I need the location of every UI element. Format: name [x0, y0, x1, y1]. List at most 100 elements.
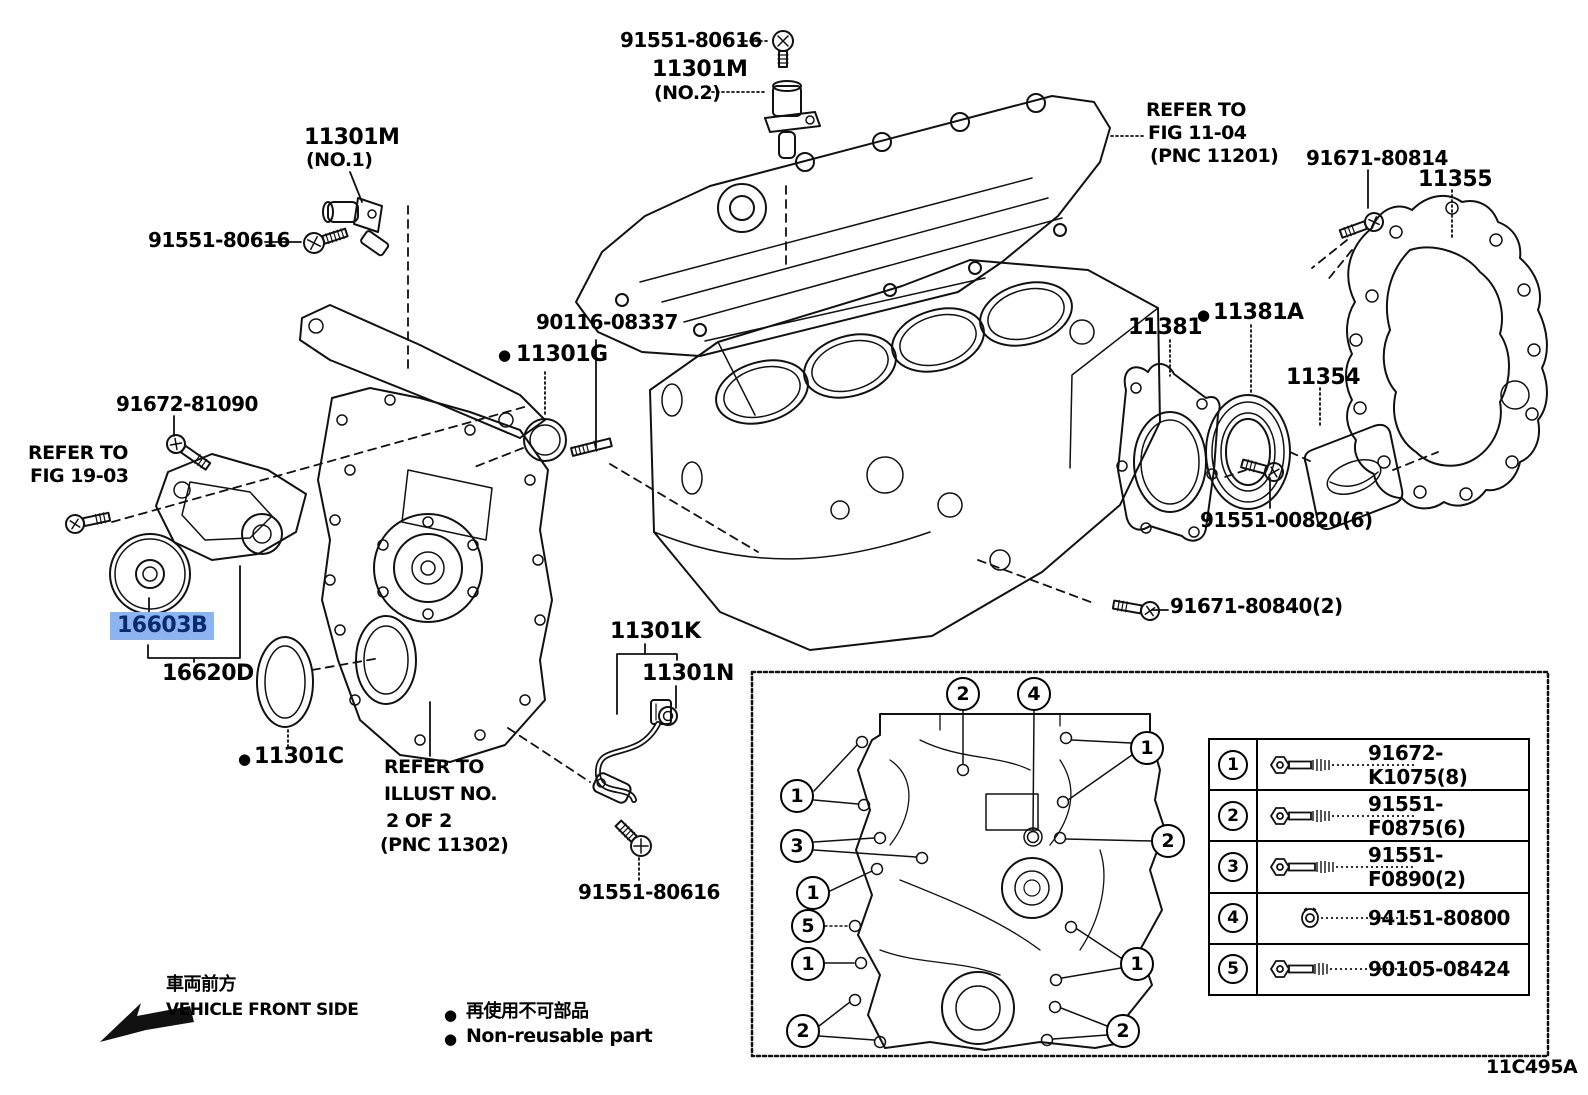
hex-bolt-icon — [1269, 960, 1414, 979]
front-side-label-en: VEHICLE FRONT SIDE — [166, 1000, 359, 1020]
non-reusable-legend-en: Non-reusable part — [466, 1025, 653, 1047]
non-reusable-dot-11301G: ● — [498, 346, 512, 364]
refer-fig-19-03-line1: REFER TO — [28, 442, 128, 464]
part-label-11381: 11381 — [1128, 315, 1203, 340]
refer-fig-11-04-line2: FIG 11-04 — [1148, 122, 1247, 144]
inset-box — [750, 670, 1550, 1058]
hex-bolt-icon — [1269, 755, 1414, 774]
callout-1-top-right: 1 — [1130, 731, 1164, 765]
legend-part-1: 91672-K1075(8) — [1368, 740, 1468, 789]
hex-bolt-icon — [1269, 806, 1414, 825]
part-sublabel-no1: (NO.1) — [306, 149, 373, 171]
part-label-90116-08337: 90116-08337 — [536, 310, 678, 334]
part-label-16603B-selected[interactable]: 16603B — [110, 612, 215, 641]
callout-1-left-upper: 1 — [780, 779, 814, 813]
oil-seal-11301C-art — [256, 636, 314, 728]
hex-bolt-icon — [1269, 858, 1414, 876]
part-label-11301M-no1: 11301M — [304, 125, 400, 150]
front-direction-arrow-icon — [100, 1003, 194, 1042]
refer-illust-line4: (PNC 11302) — [380, 834, 509, 856]
tensioner-art — [155, 453, 307, 561]
non-reusable-legend-dot-en: ● — [444, 1030, 458, 1048]
part-label-91551-80616-left: 91551-80616 — [148, 228, 290, 252]
bolt-91671-80840-art — [1111, 599, 1160, 621]
part-label-11355: 11355 — [1418, 167, 1493, 192]
legend-row-3: 3 91551-F0890(2) — [1210, 842, 1528, 894]
rear-end-plate-11355-art — [1345, 194, 1548, 510]
callout-2-right: 2 — [1151, 824, 1185, 858]
legend-part-5: 90105-08424 — [1368, 957, 1510, 982]
idler-pulley-16603B-art — [109, 533, 191, 615]
crank-sensor-11301K-art — [592, 699, 672, 804]
part-label-91671-80840: 91671-80840(2) — [1170, 594, 1343, 618]
bolt-91551-80616-bottom-art — [614, 819, 652, 857]
fastener-legend-table: 1 91672-K1075(8) 2 91551-F0875(6) 3 — [1208, 738, 1530, 996]
part-label-11354: 11354 — [1286, 365, 1361, 390]
legend-row-1: 1 91672-K1075(8) — [1210, 740, 1528, 792]
part-label-11301M-no2: 11301M — [652, 57, 748, 82]
callout-1-left-mid: 1 — [796, 876, 830, 910]
bolt-91551-80616-top-art — [772, 30, 794, 68]
bolt-refer-fig-19-03-art — [65, 511, 112, 534]
non-reusable-legend-jp: 再使用不可部品 — [466, 1001, 589, 1022]
part-label-11301G: 11301G — [516, 342, 608, 367]
cam-sensor-no2-art — [764, 80, 821, 159]
part-label-91551-00820: 91551-00820(6) — [1200, 508, 1373, 532]
refer-illust-line3: 2 OF 2 — [386, 810, 452, 832]
legend-part-4: 94151-80800 — [1368, 906, 1510, 931]
legend-row-2: 2 91551-F0875(6) — [1210, 791, 1528, 843]
callout-3-left: 3 — [780, 829, 814, 863]
callout-5-left: 5 — [791, 909, 825, 943]
oring-11301G-art — [523, 418, 567, 462]
stud-90116-08337-art — [570, 437, 613, 457]
non-reusable-legend-dot-jp: ● — [444, 1006, 458, 1024]
callout-2-bottom-left: 2 — [786, 1014, 820, 1048]
bolt-91672-81090-art — [166, 434, 212, 471]
non-reusable-dot-11381A: ● — [1197, 306, 1211, 324]
leader-lines — [147, 169, 1369, 757]
legend-part-3: 91551-F0890(2) — [1368, 843, 1466, 891]
part-label-11301N: 11301N — [642, 661, 734, 686]
non-reusable-dot-11301C: ● — [238, 750, 252, 768]
callout-4-top: 4 — [1017, 677, 1051, 711]
callout-1-bottom-right: 1 — [1120, 947, 1154, 981]
callout-1-left-lower: 1 — [791, 947, 825, 981]
part-label-91551-80616-top: 91551-80616 — [620, 28, 762, 52]
part-label-91672-81090: 91672-81090 — [116, 392, 258, 416]
part-label-16620D: 16620D — [162, 661, 254, 686]
legend-num-1: 1 — [1218, 749, 1248, 780]
cam-sensor-no1-art — [322, 197, 390, 257]
legend-num-4: 4 — [1218, 903, 1248, 934]
oil-seal-11381A-art — [1205, 394, 1291, 510]
refer-fig-11-04-line1: REFER TO — [1146, 99, 1246, 121]
refer-illust-line1: REFER TO — [384, 756, 484, 778]
part-label-11381A: 11381A — [1213, 300, 1304, 325]
figure-code: 11C495A — [1486, 1056, 1578, 1078]
valve-cover-art — [575, 93, 1111, 357]
front-side-label-jp: 車両前方 — [166, 974, 237, 995]
nut-11301N-art — [658, 706, 678, 726]
refer-illust-line2: ILLUST NO. — [384, 783, 498, 805]
part-sublabel-no2: (NO.2) — [654, 82, 721, 104]
engine-block-art — [649, 259, 1161, 651]
legend-row-5: 5 90105-08424 — [1210, 944, 1528, 995]
legend-num-5: 5 — [1218, 954, 1248, 985]
legend-row-4: 4 94151-80800 — [1210, 893, 1528, 945]
part-label-91551-80616-bottom: 91551-80616 — [578, 880, 720, 904]
callout-2-bottom-right: 2 — [1106, 1014, 1140, 1048]
legend-num-2: 2 — [1218, 800, 1248, 831]
legend-part-2: 91551-F0875(6) — [1368, 791, 1466, 840]
legend-num-3: 3 — [1218, 852, 1248, 882]
part-label-11301C: 11301C — [254, 744, 344, 769]
refer-fig-11-04-line3: (PNC 11201) — [1150, 145, 1279, 167]
part-label-11301K: 11301K — [610, 619, 701, 644]
flange-nut-icon — [1301, 907, 1414, 929]
timing-cover-art — [299, 304, 553, 763]
part-label-91671-80814: 91671-80814 — [1306, 146, 1448, 170]
dotted-leaders — [287, 40, 1453, 881]
dashed-leaders — [111, 185, 1439, 783]
refer-fig-19-03-line2: FIG 19-03 — [30, 465, 129, 487]
bolt-91551-80616-left-art — [303, 227, 349, 254]
